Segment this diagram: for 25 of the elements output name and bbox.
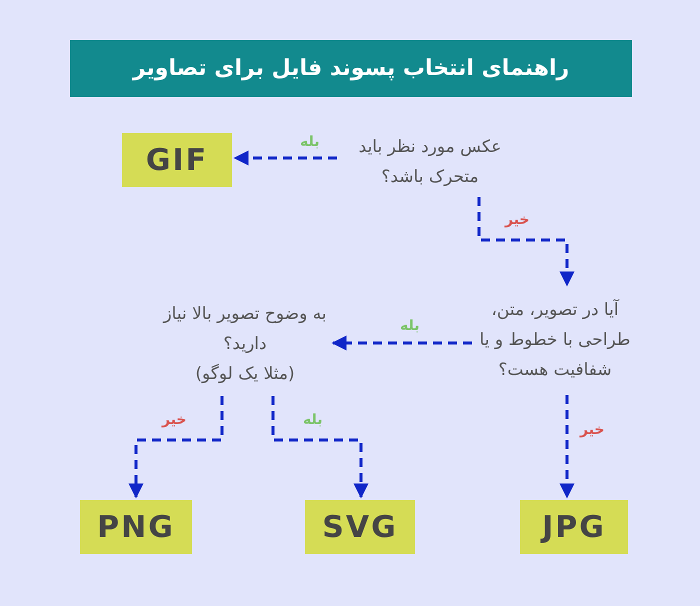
- answer-box: [80, 500, 192, 554]
- edge-label: بله: [300, 134, 320, 150]
- answer-box: [122, 133, 232, 187]
- title-banner: راهنمای انتخاب پسوند فایل برای تصاویر: [70, 40, 632, 97]
- question-text: آیا در تصویر، متن، طراحی با خطوط و یا شفافیت هست؟: [478, 298, 632, 382]
- dashed-arrow: [332, 336, 472, 350]
- edge-label: بله: [303, 412, 322, 428]
- format-name: PNG: [97, 510, 175, 544]
- question-text: به وضوح تصویر بالا نیاز دارید؟: [162, 303, 328, 356]
- dashed-arrow: [560, 395, 574, 498]
- format-name: JPG: [542, 510, 606, 544]
- format-name: SVG: [322, 510, 398, 544]
- dashed-arrow: [478, 197, 574, 286]
- answer-box: [520, 500, 628, 554]
- edge-label: خیر: [580, 422, 605, 438]
- format-name: GIF: [146, 142, 208, 178]
- answer-box: [305, 500, 415, 554]
- dashed-arrow: [234, 150, 337, 166]
- question-text: (مثلا یک لوگو): [195, 362, 295, 386]
- dashed-arrow: [272, 396, 368, 498]
- edge-label: خیر: [162, 412, 187, 428]
- question-text: عکس مورد نظر باید متحرک باشد؟: [358, 136, 502, 189]
- dashed-arrow: [128, 396, 224, 498]
- edge-label: بله: [400, 318, 420, 334]
- edge-label: خیر: [505, 212, 530, 228]
